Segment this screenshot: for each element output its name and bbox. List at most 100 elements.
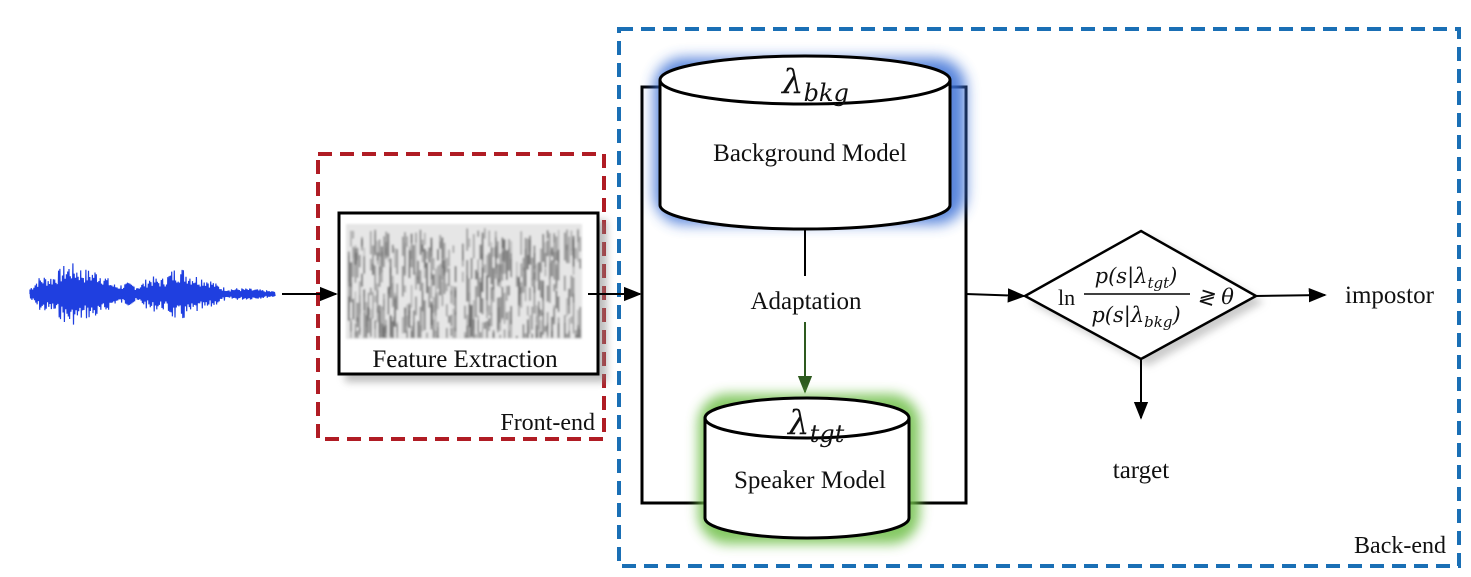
spectrogram-stripe (524, 268, 527, 287)
spectrogram-stripe (540, 248, 542, 272)
spectrogram-stripe (424, 248, 426, 268)
spectrogram-stripe (499, 253, 501, 265)
spectrogram-stripe (404, 243, 406, 274)
spectrogram-stripe (486, 275, 488, 300)
spectrogram-stripe (522, 257, 525, 272)
spectrogram-stripe (370, 287, 372, 296)
spectrogram-stripe (424, 232, 426, 245)
spectrogram-stripe (546, 312, 549, 329)
formula-numerator: p(s|λtgt) (1095, 264, 1178, 292)
spectrogram-stripe (462, 250, 464, 267)
spectrogram-image (346, 224, 582, 339)
spectrogram-stripe (439, 235, 441, 249)
spectrogram-stripe (406, 236, 408, 247)
spectrogram-stripe (546, 240, 549, 257)
spectrogram-stripe (568, 318, 570, 337)
spectrogram-stripe (415, 232, 417, 243)
spectrogram-stripe (443, 266, 446, 294)
spectrogram-stripe (437, 321, 439, 338)
spectrogram-stripe (441, 237, 444, 259)
spectrogram-stripe (363, 311, 365, 338)
spectrogram-stripe (572, 277, 575, 303)
spectrogram-stripe (566, 333, 568, 338)
spectrogram-stripe (486, 320, 488, 338)
spectrogram-stripe (557, 230, 560, 252)
spectrogram-stripe (385, 325, 387, 338)
spectrogram-stripe (577, 228, 579, 243)
spectrogram-stripe (365, 315, 368, 338)
spectrogram-stripe (520, 231, 522, 255)
spectrogram-stripe (435, 330, 437, 338)
spectrogram-stripe (555, 290, 558, 309)
spectrogram-stripe (484, 322, 486, 329)
spectrogram-stripe (404, 232, 406, 249)
spectrogram-stripe (529, 239, 531, 265)
spectrogram-stripe (439, 263, 441, 290)
spectrogram-stripe (497, 263, 499, 283)
spectrogram-stripe (575, 330, 577, 338)
spectrogram-stripe (579, 306, 581, 338)
spectrogram-stripe (383, 326, 385, 338)
spectrogram-stripe (577, 324, 579, 336)
spectrogram-stripe (428, 247, 430, 263)
spectrogram-stripe (575, 247, 577, 259)
spectrogram-stripe (432, 297, 435, 313)
spectrogram-stripe (508, 285, 510, 296)
spectrogram-stripe (452, 245, 455, 253)
spectrogram-stripe (527, 238, 529, 265)
spectrogram-stripe (477, 315, 479, 332)
speech-waveform-icon (29, 263, 276, 325)
spectrogram-stripe (531, 277, 533, 287)
spectrogram-stripe (508, 330, 510, 338)
spectrogram-stripe (499, 271, 501, 288)
spectrogram-stripe (510, 253, 512, 269)
spectrogram-stripe (495, 237, 497, 269)
spectrogram-stripe (572, 260, 575, 275)
spectrogram-stripe (352, 298, 354, 320)
spectrogram-stripe (354, 323, 357, 336)
spectrogram-stripe (376, 295, 379, 304)
spectrogram-stripe (572, 293, 575, 324)
spectrogram-stripe (361, 273, 363, 287)
spectrogram-stripe (553, 232, 555, 263)
spectrogram-stripe (551, 247, 553, 257)
spectrogram-stripe (477, 230, 479, 237)
spectrogram-stripe (421, 300, 424, 332)
spectrogram-stripe (492, 247, 495, 257)
spectrogram-stripe (378, 310, 381, 338)
spectrogram-stripe (348, 296, 350, 321)
spectrogram-stripe (376, 283, 379, 297)
spectrogram-stripe (488, 322, 490, 331)
spectrogram-stripe (533, 265, 536, 293)
spectrogram-stripe (437, 291, 439, 310)
spectrogram-stripe (381, 306, 383, 338)
spectrogram-stripe (503, 329, 506, 338)
spectrogram-stripe (430, 303, 433, 326)
impostor-label: impostor (1345, 282, 1435, 309)
spectrogram-stripe (392, 244, 394, 253)
spectrogram-stripe (506, 250, 508, 280)
spectrogram-stripe (477, 259, 479, 284)
spectrogram-stripe (501, 286, 504, 319)
spectrogram-stripe (464, 305, 466, 319)
spectrogram-stripe (531, 333, 533, 338)
spectrogram-stripe (417, 276, 419, 285)
spectrogram-stripe (396, 324, 398, 331)
spectrogram-stripe (524, 333, 527, 338)
spectrogram-stripe (540, 320, 542, 338)
spectrogram-stripe (430, 242, 433, 251)
spectrogram-stripe (468, 292, 471, 318)
speaker-model-label: Speaker Model (734, 467, 886, 494)
spectrogram-stripe (553, 305, 555, 322)
spectrogram-stripe (448, 315, 450, 323)
arrow-backend-to-decision (965, 288, 1026, 303)
spectrogram-stripe (568, 236, 570, 264)
spectrogram-stripe (566, 244, 568, 264)
spectrogram-stripe (381, 246, 383, 257)
spectrogram-stripe (396, 330, 398, 338)
spectrogram-stripe (481, 322, 484, 338)
spectrogram-stripe (446, 304, 448, 317)
spectrogram-stripe (352, 247, 354, 259)
spectrogram-stripe (527, 319, 529, 338)
spectrogram-stripe (441, 260, 444, 281)
